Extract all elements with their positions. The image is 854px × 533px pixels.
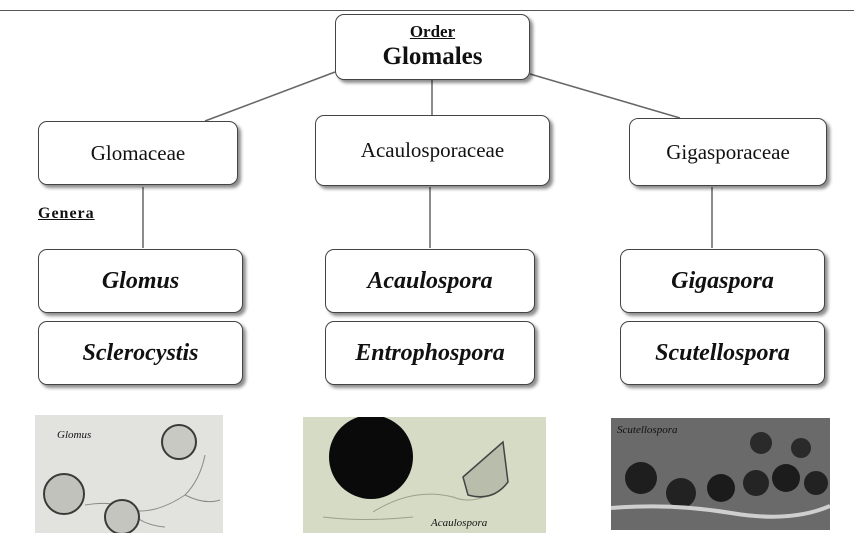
genus-box-entrophospora: Entrophospora: [325, 321, 535, 385]
order-box: Order Glomales: [335, 14, 530, 80]
acaulospora-spore-illustration: [303, 417, 546, 533]
genus-box-acaulospora: Acaulospora: [325, 249, 535, 313]
genus-box-glomus: Glomus: [38, 249, 243, 313]
connector-order-gigasporaceae: [530, 74, 680, 118]
genus-name: Sclerocystis: [83, 340, 199, 367]
photo-caption: Scutellospora: [617, 424, 678, 436]
genus-name: Acaulospora: [367, 268, 492, 295]
order-name: Glomales: [383, 42, 483, 72]
photo-acaulospora: Acaulospora: [303, 417, 546, 533]
genus-box-gigaspora: Gigaspora: [620, 249, 825, 313]
photo-glomus: Glomus: [35, 415, 223, 533]
genus-name: Scutellospora: [655, 340, 790, 367]
genus-box-scutellospora: Scutellospora: [620, 321, 825, 385]
family-name: Acaulosporaceae: [361, 138, 504, 163]
genus-box-sclerocystis: Sclerocystis: [38, 321, 243, 385]
genus-name: Entrophospora: [355, 340, 504, 367]
genus-name: Glomus: [102, 268, 179, 295]
connector-order-glomaceae: [205, 72, 335, 121]
family-box-gigasporaceae: Gigasporaceae: [629, 118, 827, 186]
family-box-glomaceae: Glomaceae: [38, 121, 238, 185]
photo-caption: Acaulospora: [431, 517, 487, 529]
photo-caption: Glomus: [57, 429, 91, 441]
family-name: Gigasporaceae: [666, 140, 790, 165]
photo-scutellospora: Scutellospora: [611, 418, 830, 530]
genera-label: Genera: [38, 205, 95, 223]
order-label: Order: [410, 22, 455, 42]
genus-name: Gigaspora: [671, 268, 774, 295]
family-name: Glomaceae: [91, 141, 185, 166]
family-box-acaulosporaceae: Acaulosporaceae: [315, 115, 550, 186]
